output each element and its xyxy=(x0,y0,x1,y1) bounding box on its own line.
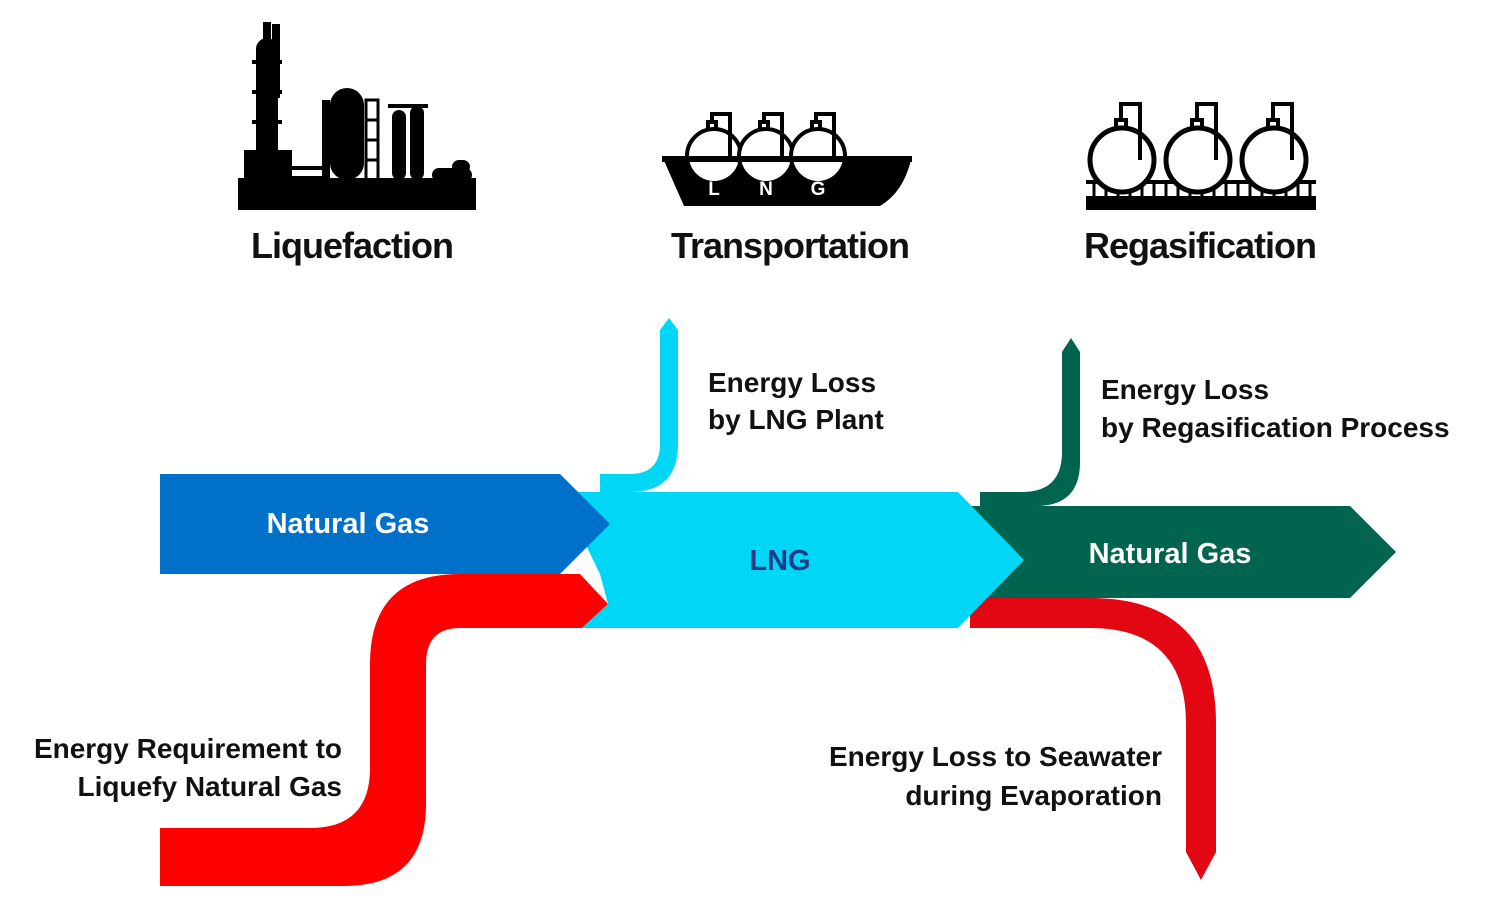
flow-label-lng: LNG xyxy=(749,545,810,577)
annotation-loss-lng-plant-line2: by LNG Plant xyxy=(708,404,884,435)
annotation-loss-seawater-line2: during Evaporation xyxy=(905,780,1162,811)
flow-natural-gas-in xyxy=(160,474,610,574)
ship-letter: L xyxy=(708,179,720,200)
storage-tanks-icon xyxy=(1086,102,1316,210)
flow-lng xyxy=(560,492,1024,628)
flow-energy-requirement xyxy=(160,574,608,886)
refinery-plant-icon xyxy=(238,22,476,210)
annotation-loss-lng-plant-line1: Energy Loss xyxy=(708,367,876,398)
flow-loss-lng-plant xyxy=(600,318,678,492)
flow-label-natural-gas-out: Natural Gas xyxy=(1089,538,1252,570)
lng-ship-icon: L N G xyxy=(662,112,912,206)
annotation-loss-regasification-line2: by Regasification Process xyxy=(1101,412,1450,443)
stage-title-regasification: Regasification xyxy=(1084,225,1316,266)
annotation-energy-requirement-line1: Energy Requirement to xyxy=(34,733,342,764)
flow-natural-gas-out xyxy=(958,506,1396,598)
ship-letter: G xyxy=(811,179,826,200)
flow-loss-seawater xyxy=(970,598,1216,880)
flow-label-natural-gas-in: Natural Gas xyxy=(267,508,430,540)
flow-loss-regasification xyxy=(980,338,1080,506)
stage-title-liquefaction: Liquefaction xyxy=(251,225,453,266)
annotation-energy-requirement-line2: Liquefy Natural Gas xyxy=(77,771,342,802)
annotation-loss-regasification-line1: Energy Loss xyxy=(1101,374,1269,405)
ship-letter: N xyxy=(759,179,773,200)
stage-title-transportation: Transportation xyxy=(671,225,909,266)
annotation-loss-seawater-line1: Energy Loss to Seawater xyxy=(829,741,1162,772)
